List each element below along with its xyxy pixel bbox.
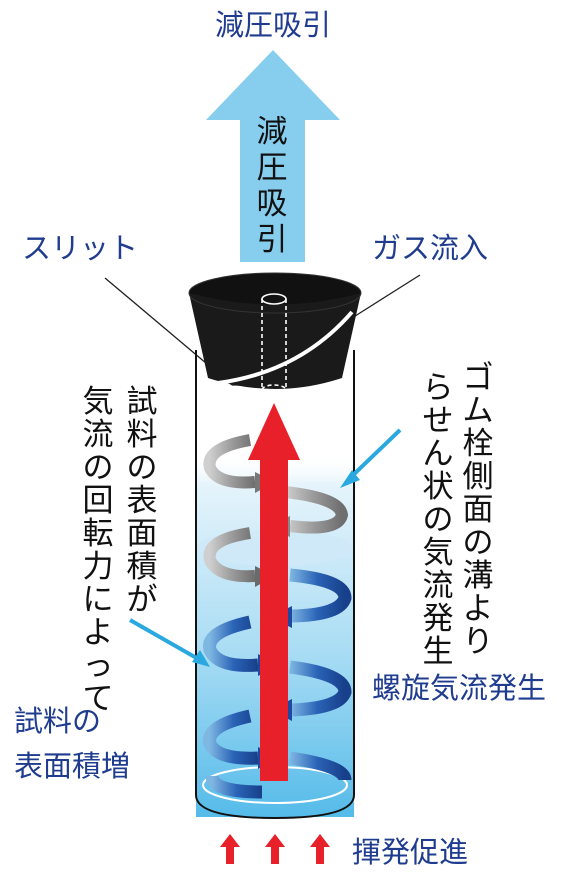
inner-tube [261,293,287,396]
vchar: 面 [127,516,158,552]
top-suction-label: 減圧吸引 [215,8,331,42]
vchar: 気 [83,384,114,420]
central-flow-arrow [248,403,300,781]
suction-arrow-vertical-text: 減 圧 吸 引 [257,114,288,258]
vchar: 回 [83,483,114,519]
vchar: 面 [463,492,494,528]
spiral-generation-label: 螺旋気流発生 [372,671,546,705]
vchar: ら [423,370,454,406]
pointer-right [340,428,402,488]
vchar: の [463,525,494,561]
gas-inflow-label: ガス流入 [372,231,488,265]
vchar: の [423,502,454,538]
vchar: 側 [463,459,494,495]
right-vertical-text: ゴ ム 栓 側 面 の 溝 よ り ら せ ん 状 の 気 流 発 生 [423,360,494,670]
spiral-ribbon-blue-1 [289,568,352,623]
spiral-ribbon-gray-2 [284,486,349,534]
vchar: 料 [127,417,158,453]
spiral-ribbon-blue-2 [203,615,259,672]
vchar: 生 [423,634,454,670]
surface-increase-label-line2: 表面積増 [14,749,130,783]
bottom-arrow-1 [220,834,240,864]
vchar: に [83,582,114,618]
arrow-char: 引 [257,222,288,258]
spiral-ribbon-blue-3 [289,660,352,717]
vchar: の [127,450,158,486]
spiral-ribbon-blue-5 [289,751,352,782]
surface-increase-label-line1: 試料の [14,704,101,738]
vchar: 表 [127,483,158,519]
vchar: が [127,582,158,618]
arrow-char: 減 [257,114,288,150]
vchar: 栓 [463,426,494,462]
spiral-ribbon-blue-4 [203,709,259,765]
vchar: 発 [423,601,454,637]
vchar: 気 [423,535,454,571]
volatilization-arrows [220,834,330,864]
pointer-left [129,618,210,667]
spiral-ribbon-gray-3 [203,527,256,583]
vchar: よ [83,615,114,651]
vchar: 転 [83,516,114,552]
slit-label: スリット [22,231,138,265]
rubber-stopper [188,272,362,389]
vchar: ん [423,436,454,472]
vchar: ゴ [463,360,494,396]
volatilization-label: 揮発促進 [352,835,468,869]
spiral-flow [203,434,352,799]
vchar: り [463,624,494,660]
bottom-arrow-3 [310,834,330,864]
suction-arrow [206,50,340,262]
vchar: 流 [83,417,114,453]
vchar: ム [463,393,494,429]
vchar: 流 [423,568,454,604]
vchar: 試 [127,384,158,420]
spiral-ribbon-gray-1 [203,434,256,489]
arrow-char: 吸 [257,186,288,222]
vchar: せ [423,403,454,439]
vchar: よ [463,591,494,627]
left-vertical-text: 試 料 の 表 面 積 が 気 流 の 回 転 力 に よ っ て [83,384,158,717]
vchar: 溝 [463,558,494,594]
vchar: の [83,450,114,486]
spiral-ribbon-blue-6 [205,774,263,799]
vchar: 状 [423,469,454,505]
gas-leader-line [351,274,421,319]
vchar: て [83,681,114,717]
bottom-arrow-2 [265,834,285,864]
tube-bottom [195,794,355,820]
vchar: っ [83,648,114,684]
vchar: 積 [127,549,158,585]
vchar: 力 [83,549,114,585]
arrow-char: 圧 [257,150,288,186]
